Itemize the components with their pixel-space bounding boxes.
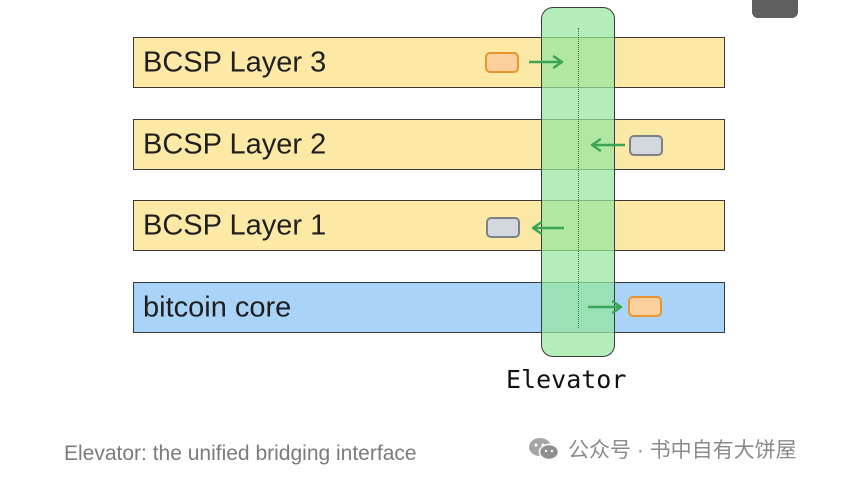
message-token-layer2: [629, 135, 663, 156]
elevator-label: Elevator: [506, 365, 627, 394]
message-token-core: [628, 296, 662, 317]
arrow-left-icon: [531, 221, 564, 235]
layer-bcsp-3: BCSP Layer 3: [133, 37, 725, 88]
message-token-layer1: [486, 217, 520, 238]
layer-bcsp-2: BCSP Layer 2: [133, 119, 725, 170]
elevator-dotted-line: [578, 28, 579, 328]
arrow-right-icon: [529, 55, 564, 69]
watermark: 公众号 · 书中自有大饼屋: [528, 434, 797, 464]
wechat-icon: [529, 438, 560, 461]
watermark-text: 公众号 · 书中自有大饼屋: [568, 439, 797, 462]
layer-label: BCSP Layer 3: [143, 46, 327, 78]
layer-label: bitcoin core: [143, 291, 292, 323]
layer-bitcoin-core: bitcoin core: [133, 282, 725, 333]
layer-label: BCSP Layer 1: [143, 209, 327, 241]
arrow-right-icon: [588, 300, 623, 314]
corner-overlay-block: [752, 0, 798, 18]
message-token-layer3: [485, 52, 519, 73]
figure-caption: Elevator: the unified bridging interface: [64, 442, 417, 465]
layer-label: BCSP Layer 2: [143, 128, 327, 160]
layer-bcsp-1: BCSP Layer 1: [133, 200, 725, 251]
arrow-left-icon: [590, 138, 625, 152]
